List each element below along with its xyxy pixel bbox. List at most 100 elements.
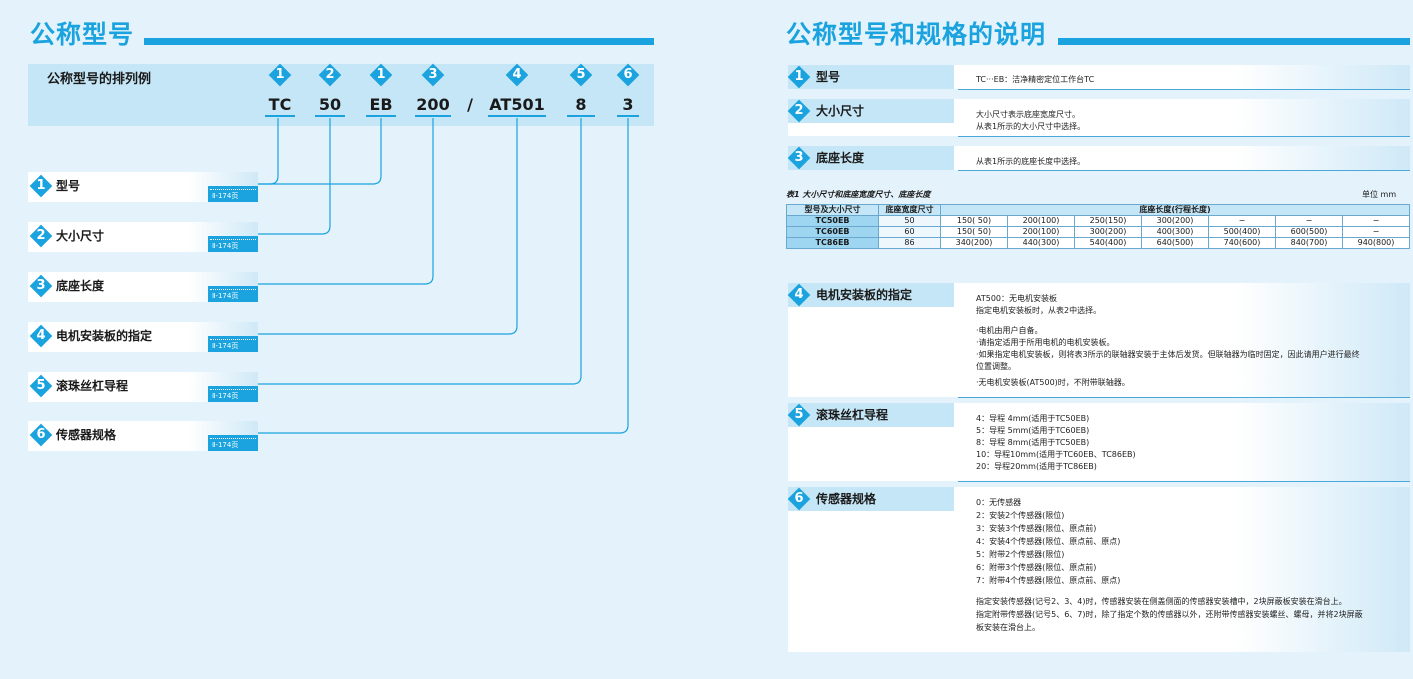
table-cell-length: 200(100) [1007, 226, 1075, 238]
section-length-text: 从表1所示的底座长度中选择。 [976, 157, 1086, 166]
section-lead-label: 滚珠丝杠导程 [816, 408, 889, 422]
number-4-badge: 4 [787, 283, 811, 307]
item-label: 型号 [56, 179, 81, 193]
separator [958, 397, 1410, 398]
left-page-title: 公称型号 [30, 20, 135, 49]
code-underline [315, 115, 345, 117]
table-cell-length: − [1275, 215, 1343, 227]
sensor-line: 7：附带4个传感器(限位、原点前、原点) [976, 576, 1121, 585]
sensor-line: 6：附带3个传感器(限位、原点前) [976, 563, 1097, 572]
table-cell-length: 640(500) [1141, 237, 1209, 249]
item-number-badge: 3 [29, 274, 53, 298]
section-motor-plate-label: 电机安装板的指定 [816, 288, 913, 302]
motor-plate-bullet: ·请指定适用于所用电机的电机安装板。 [976, 338, 1115, 347]
section-sensor [788, 487, 1410, 652]
table-cell-length: 740(600) [1208, 237, 1276, 249]
sensor-line: 5：附带2个传感器(限位) [976, 550, 1065, 559]
code-underline [415, 115, 451, 117]
motor-plate-bullet: ·电机由用户自备。 [976, 326, 1043, 335]
section-sensor-label: 传感器规格 [816, 492, 877, 506]
code-underline [265, 115, 295, 117]
table-cell-width: 60 [878, 226, 941, 238]
code-underline [366, 115, 396, 117]
code-segment: TC [268, 95, 292, 114]
table-cell-length: − [1208, 215, 1276, 227]
section-size-label: 大小尺寸 [816, 104, 865, 118]
sensor-line: 3：安装3个传感器(限位、原点前) [976, 524, 1097, 533]
item-label: 大小尺寸 [56, 229, 105, 243]
code-segment: 50 [318, 95, 342, 114]
code-segment: / [467, 95, 473, 114]
section-size-head [788, 99, 954, 123]
table-cell-length: 440(300) [1007, 237, 1075, 249]
code-segment: 8 [575, 95, 587, 114]
section-model-label: 型号 [816, 70, 841, 84]
page-ref-tab: Ⅱ-174页 [208, 286, 258, 302]
number-6-badge: 6 [787, 487, 811, 511]
code-number-badge: 5 [569, 63, 593, 87]
sensor-line: 2：安装2个传感器(限位) [976, 511, 1065, 520]
table-cell-length: 600(500) [1275, 226, 1343, 238]
item-number-badge: 4 [29, 324, 53, 348]
item-number-badge: 5 [29, 374, 53, 398]
table-cell-length: 300(200) [1141, 215, 1209, 227]
page-ref-tab: Ⅱ-174页 [208, 186, 258, 202]
table-cell-length: 150( 50) [940, 226, 1008, 238]
connector-2 [258, 118, 331, 235]
item-label: 电机安装板的指定 [56, 329, 153, 343]
table-caption: 表1 大小尺寸和底座宽度尺寸、底座长度 [786, 190, 931, 199]
table-cell-length: 500(400) [1208, 226, 1276, 238]
page-ref: Ⅱ-174页 [212, 292, 239, 300]
code-segment: AT501 [489, 95, 545, 114]
table-cell-width: 50 [878, 215, 941, 227]
section-model-text: TC···EB：洁净精密定位工作台TC [976, 75, 1095, 84]
page-ref: Ⅱ-174页 [212, 192, 239, 200]
table-cell-length: 940(800) [1342, 237, 1410, 249]
motor-plate-bullet: 位置调整。 [976, 362, 1016, 371]
motor-plate-line: AT500：无电机安装板 [976, 294, 1058, 303]
section-model-head [788, 65, 954, 89]
table-cell-length: 400(300) [1141, 226, 1209, 238]
page-ref: Ⅱ-174页 [212, 342, 239, 350]
table-cell-length: − [1342, 215, 1410, 227]
page-ref-tab: Ⅱ-174页 [208, 435, 258, 451]
separator [958, 89, 1410, 90]
number-5-badge: 5 [787, 403, 811, 427]
lead-line: 8：导程 8mm(适用于TC50EB) [976, 438, 1090, 447]
connector-4 [258, 118, 518, 335]
table-header: 型号及大小尺寸 [786, 204, 879, 216]
table-cell-length: 200(100) [1007, 215, 1075, 227]
table-header: 底座宽度尺寸 [878, 204, 941, 216]
table-cell-width: 86 [878, 237, 941, 249]
section-motor-plate-head [788, 283, 954, 307]
page-ref: Ⅱ-174页 [212, 441, 239, 449]
lead-line: 4：导程 4mm(适用于TC50EB) [976, 414, 1090, 423]
item-number-badge: 6 [29, 423, 53, 447]
connector-5 [258, 118, 582, 385]
left-title-rule [144, 38, 654, 45]
code-number-badge: 4 [505, 63, 529, 87]
table-cell-model: TC86EB [786, 237, 879, 249]
code-segment: 3 [622, 95, 634, 114]
separator [958, 136, 1410, 137]
lead-line: 5：导程 5mm(适用于TC60EB) [976, 426, 1090, 435]
connector-1a [258, 118, 279, 185]
code-number-badge: 1 [268, 63, 292, 87]
section-length-head [788, 146, 954, 170]
number-3-badge: 3 [787, 146, 811, 170]
number-1-badge: 1 [787, 65, 811, 89]
lead-line: 10：导程10mm(适用于TC60EB、TC86EB) [976, 450, 1136, 459]
table-cell-length: − [1342, 226, 1410, 238]
table-unit: 单位 mm [1362, 190, 1397, 199]
item-number-badge: 2 [29, 224, 53, 248]
table-cell-length: 340(200) [940, 237, 1008, 249]
connector-6 [258, 118, 629, 434]
page-ref-tab: Ⅱ-174页 [208, 386, 258, 402]
sensor-line: 4：安装4个传感器(限位、原点前、原点) [976, 537, 1121, 546]
table-cell-length: 250(150) [1074, 215, 1142, 227]
item-number-badge: 1 [29, 174, 53, 198]
code-underline [567, 115, 595, 117]
item-label: 传感器规格 [56, 428, 117, 442]
